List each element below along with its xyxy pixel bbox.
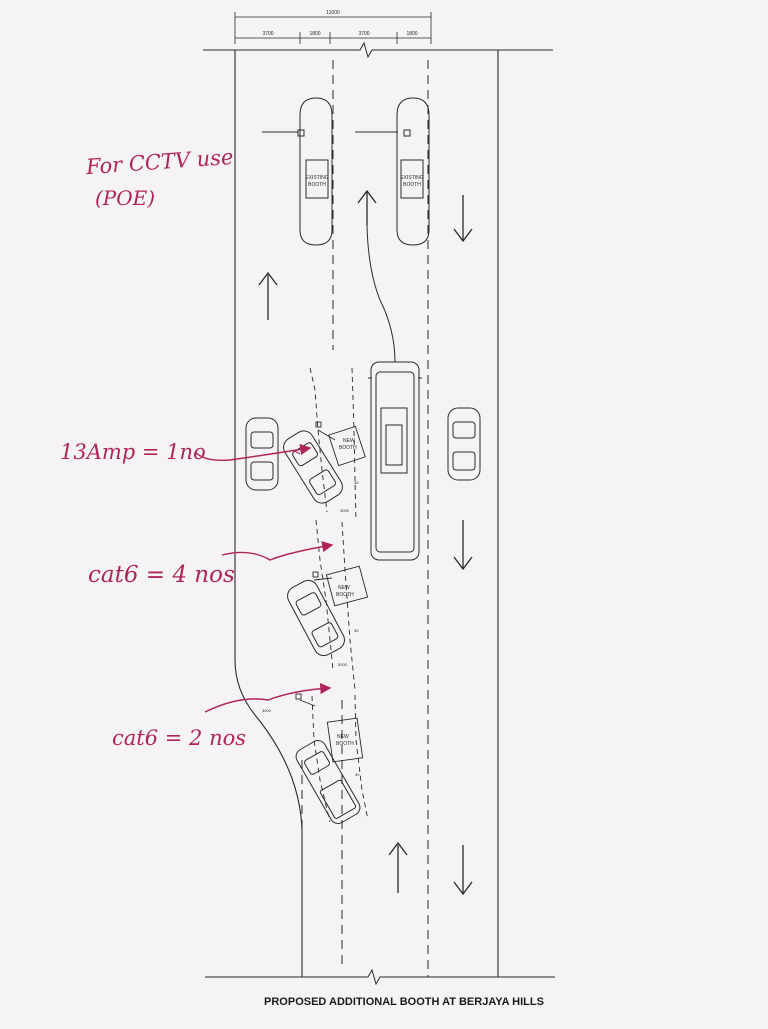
lane-lines	[234, 60, 429, 977]
new-booth-1	[309, 367, 366, 521]
red-mark	[292, 449, 301, 455]
existing-booth-1-label: EXISTING	[305, 175, 328, 181]
arrow-down-icon	[453, 845, 473, 896]
bus-path	[366, 224, 396, 363]
dim-small-5: 3000	[262, 708, 272, 713]
car-booth-2	[287, 579, 345, 657]
pickup-booth-3	[295, 740, 361, 824]
dim-lane-1: 3700	[262, 31, 273, 37]
cat6-upper-note: cat6 = 4 nos	[88, 562, 235, 588]
new-booth-2-label: NEW	[338, 585, 350, 591]
dim-small-6: 30	[355, 772, 360, 777]
break-line-bottom	[205, 968, 555, 986]
car-right-lane	[447, 407, 481, 481]
new-booth-3-label-2: BOOTH	[336, 741, 354, 747]
new-booth-1-label: NEW	[343, 438, 355, 444]
dim-small-3: 30	[354, 628, 359, 633]
dim-lane-2: 3700	[358, 31, 369, 37]
new-booth-2-label-2: BOOTH	[336, 592, 354, 598]
existing-booth-1-label-2: BOOTH	[308, 182, 326, 188]
arrow-up-icon	[258, 271, 278, 320]
arrow-up-icon	[388, 841, 408, 893]
dimension-string	[234, 12, 432, 44]
car-left-parked	[245, 417, 279, 491]
dim-island-1: 1800	[309, 31, 320, 37]
dim-small-4: 3000	[338, 662, 348, 667]
drawing-title: PROPOSED ADDITIONAL BOOTH AT BERJAYA HIL…	[264, 996, 544, 1008]
cat6-lower-note: cat6 = 2 nos	[112, 726, 247, 750]
existing-booth-2-label: EXISTING	[400, 175, 423, 181]
dim-island-2: 1800	[406, 31, 417, 37]
dim-small-1: 30	[354, 480, 359, 485]
cctv-note-poe: (POE)	[95, 186, 156, 210]
traffic-arrows	[258, 189, 473, 896]
existing-booth-2-label-2: BOOTH	[403, 182, 421, 188]
arrow-down-icon	[453, 520, 473, 571]
break-line-top	[203, 41, 553, 59]
annotation-leaders	[194, 443, 334, 713]
car-booth-1	[283, 430, 343, 504]
existing-island-2	[355, 97, 430, 246]
bus	[368, 361, 422, 561]
dim-overall: 11000	[326, 10, 340, 16]
arrow-up-icon	[357, 189, 377, 225]
new-booth-1-label-2: BOOTH	[339, 445, 357, 451]
power-note: 13Amp = 1no	[60, 440, 206, 464]
existing-island-1	[262, 97, 333, 246]
arrow-down-icon	[453, 195, 473, 243]
new-booth-3	[295, 693, 369, 823]
road-edges	[234, 50, 499, 977]
new-booth-2	[312, 519, 369, 691]
new-booth-3-label: NEW	[337, 734, 349, 740]
dim-small-2: 3000	[340, 508, 350, 513]
